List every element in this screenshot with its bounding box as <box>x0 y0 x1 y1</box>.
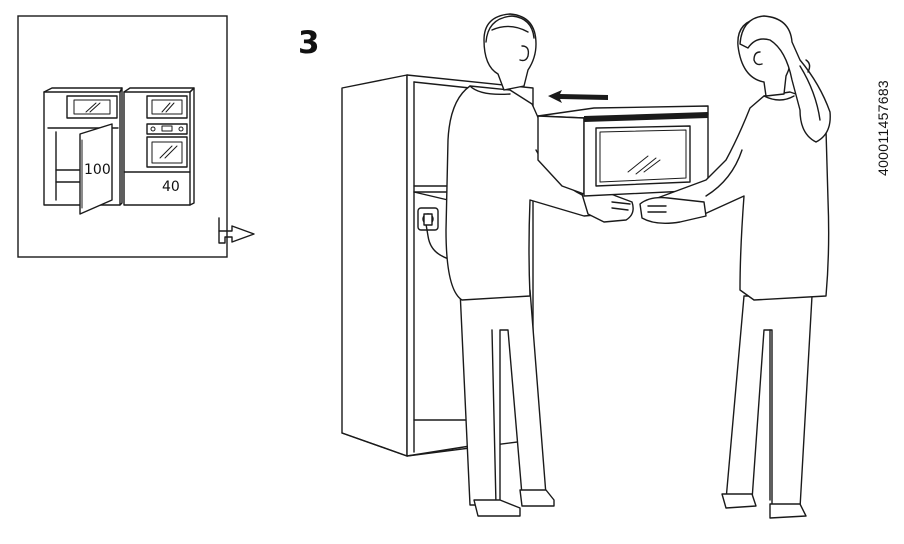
hollow-arrow-right-icon <box>218 217 255 244</box>
person-right <box>639 15 831 519</box>
inset-label-100: 100 <box>84 162 111 178</box>
inset-cabinet-40: 40 <box>123 87 195 206</box>
built-in-appliance <box>537 105 709 197</box>
person-left <box>445 13 634 517</box>
inset-cabinet-100: 100 <box>43 87 123 215</box>
inset-label-40: 40 <box>162 179 180 195</box>
push-direction-arrow-icon <box>548 90 608 103</box>
reference-inset: 100 40 <box>17 15 228 258</box>
document-code: 400011457683 <box>875 80 891 176</box>
step-number: 3 <box>298 25 320 61</box>
